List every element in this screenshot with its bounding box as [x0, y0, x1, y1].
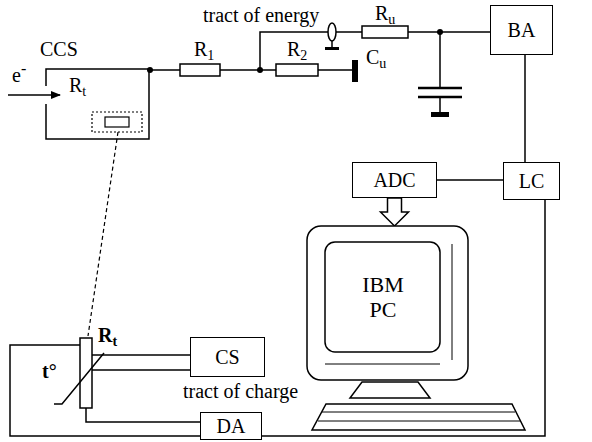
- monitor-edge: [325, 364, 440, 365]
- signal-wire: [524, 55, 526, 162]
- text-main: R: [194, 38, 207, 60]
- signal-wire: [437, 179, 503, 181]
- text-main: R: [375, 2, 388, 24]
- text-superscript: -: [21, 60, 26, 77]
- text-main: C: [366, 46, 379, 68]
- wire: [439, 32, 441, 88]
- leader-line: [88, 132, 118, 336]
- signal-wire: [262, 200, 545, 436]
- current-source-box: CS: [190, 337, 265, 377]
- computer-monitor: IBM PC: [305, 224, 470, 382]
- part-label: R2: [287, 38, 307, 60]
- wire: [92, 369, 190, 371]
- text-main: R: [69, 74, 82, 96]
- monitor-stand: [350, 382, 430, 398]
- resistor-symbol: [362, 26, 408, 38]
- chamber-wall: [46, 69, 149, 139]
- tract-title: tract of charge: [183, 380, 298, 402]
- wire: [439, 97, 441, 112]
- temperature-label: t°: [42, 360, 57, 382]
- keyboard: [312, 404, 525, 430]
- text-main: R: [98, 324, 112, 346]
- chamber-outline: [45, 68, 150, 140]
- monitor-screen: [325, 242, 440, 352]
- wire: [86, 408, 200, 422]
- controller-box: LC: [503, 162, 560, 200]
- amplifier-box: DA: [200, 412, 262, 440]
- data-arrow: [381, 198, 409, 226]
- part-label: Rt: [98, 324, 117, 346]
- target-electrode: [352, 60, 358, 82]
- capacitor-plate: [418, 87, 462, 90]
- text-subscript: 1: [207, 48, 214, 63]
- box-label: ADC: [373, 169, 415, 191]
- box-label: CS: [215, 346, 239, 368]
- chamber-title: CCS: [40, 38, 78, 60]
- text-main: e: [12, 64, 21, 86]
- block-box: BA: [490, 5, 553, 55]
- screen-label: IBM PC: [354, 272, 412, 323]
- text-subscript: t: [82, 84, 86, 99]
- source-chamber: CCSRt: [45, 68, 150, 140]
- electron-beam-arrow: [8, 94, 60, 96]
- part-label: Cu: [366, 46, 386, 68]
- junction-dot: [147, 67, 153, 73]
- detector-label: Rt: [69, 74, 86, 96]
- text-subscript: t: [112, 334, 117, 349]
- energy-tap-symbol: [328, 23, 336, 41]
- box-label: BA: [508, 19, 536, 41]
- text-main: R: [287, 38, 300, 60]
- wire: [331, 41, 333, 48]
- keyboard-row: [318, 421, 520, 422]
- box-label: LC: [519, 170, 545, 192]
- wire: [10, 345, 200, 436]
- text-subscript: u: [379, 56, 386, 71]
- resistor-symbol: [276, 64, 318, 76]
- keyboard-row: [322, 412, 515, 413]
- monitor-case: [307, 226, 468, 380]
- part-label: R1: [194, 38, 214, 60]
- text-subscript: u: [388, 12, 395, 27]
- wire: [92, 354, 190, 356]
- detector-resistor: [105, 117, 129, 127]
- monitor-edge: [452, 244, 453, 360]
- resistor-symbol: [180, 64, 220, 76]
- thermistor-slash: [54, 353, 104, 404]
- box-label: DA: [217, 415, 246, 437]
- ground-symbol: [431, 112, 449, 117]
- converter-box: ADC: [352, 162, 437, 198]
- tract-title: tract of energy: [203, 4, 319, 26]
- thermistor-symbol: [80, 338, 92, 408]
- text-subscript: 2: [300, 48, 307, 63]
- particle-label: e-: [12, 64, 26, 86]
- ground-symbol: [325, 47, 339, 50]
- part-label: Ru: [375, 2, 395, 24]
- detector-outline: [92, 112, 142, 132]
